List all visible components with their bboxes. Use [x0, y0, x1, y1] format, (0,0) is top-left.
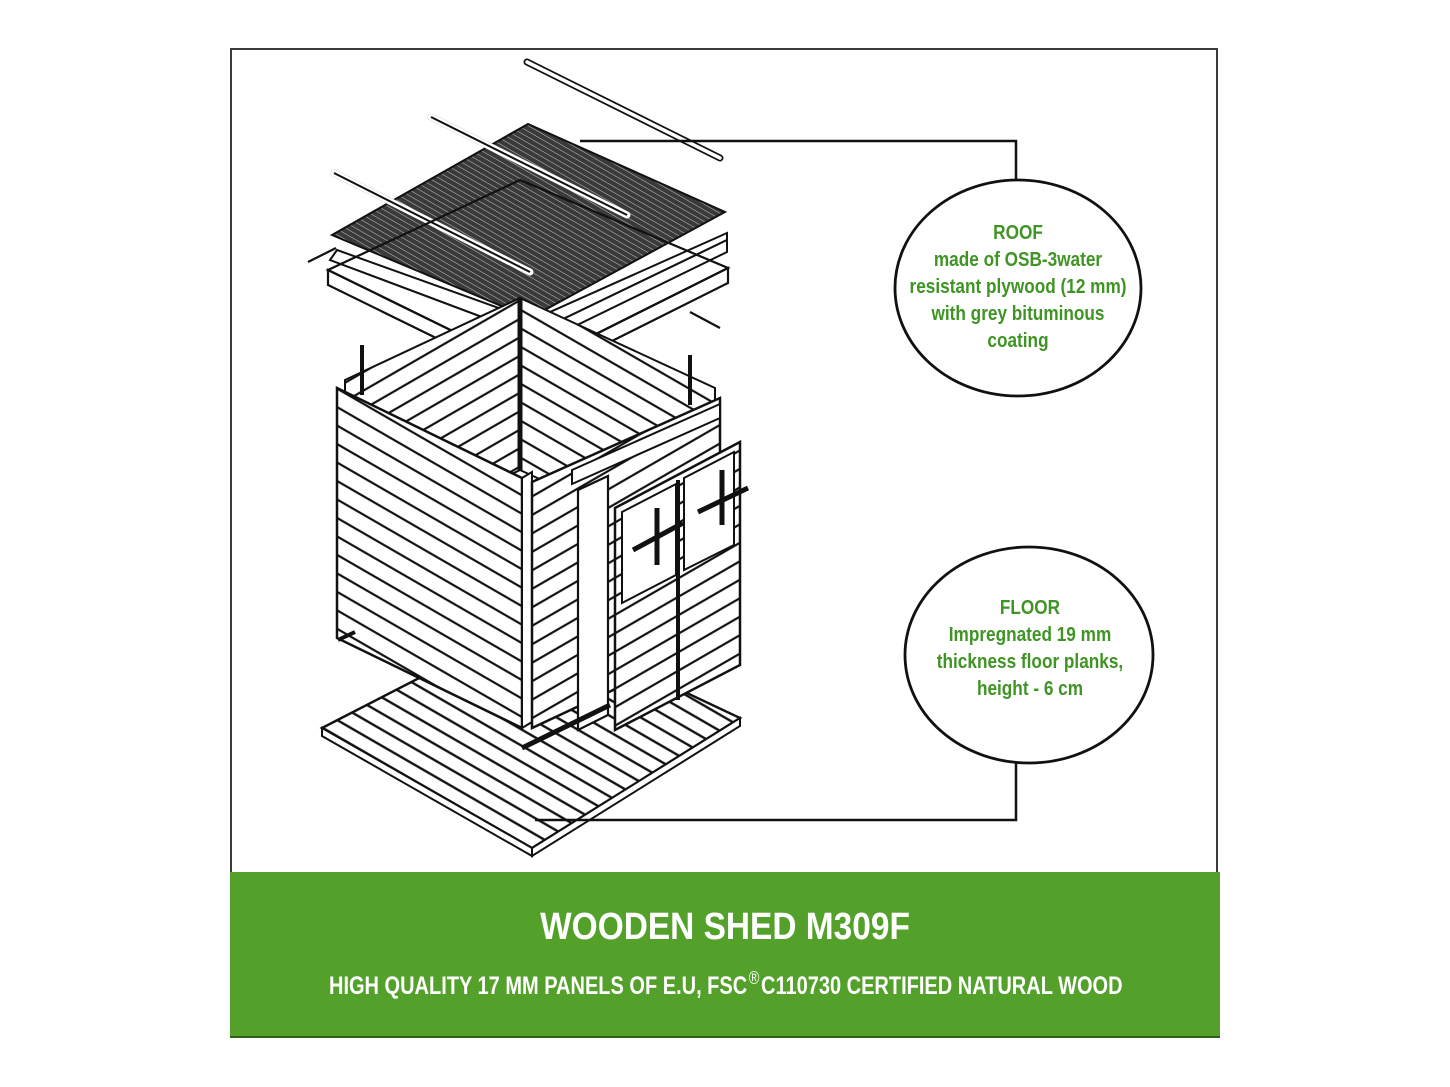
roof-callout-line: with grey bituminous — [931, 303, 1105, 325]
roof-bituminous-sheet — [329, 122, 728, 320]
roof-callout-ellipse — [893, 178, 1143, 398]
roof-callout-line: coating — [987, 330, 1049, 352]
floor-callout-line: Impregnated 19 mm — [948, 624, 1112, 646]
floor-callout-line: height - 6 cm — [976, 678, 1084, 700]
subtitle-part: C110730 CERTIFIED NATURAL WOOD — [761, 972, 1123, 1000]
floor-callout-heading: FLOOR — [999, 597, 1061, 619]
double-doors — [613, 439, 750, 733]
callout-connectors — [535, 139, 1018, 822]
roof-callout: ROOF made of OSB-3water resistant plywoo… — [899, 220, 1136, 355]
product-title: WOODEN SHED M309F — [540, 906, 910, 948]
floor-callout-ellipse — [903, 545, 1155, 765]
subtitle-part: HIGH QUALITY 17 MM PANELS OF E.U, FSC — [329, 972, 748, 1000]
registered-mark: ® — [748, 968, 760, 988]
roof-callout-line: made of OSB-3water — [933, 249, 1103, 271]
roof-callout-heading: ROOF — [993, 222, 1043, 244]
product-subtitle: HIGH QUALITY 17 MM PANELS OF E.U, FSC®C1… — [329, 968, 1123, 1001]
floor-callout-line: thickness floor planks, — [936, 651, 1124, 673]
floor-callout: FLOOR Impregnated 19 mm thickness floor … — [911, 595, 1148, 703]
roof-callout-line: resistant plywood (12 mm) — [909, 276, 1127, 298]
product-banner: WOODEN SHED M309F HIGH QUALITY 17 MM PAN… — [230, 872, 1220, 1038]
